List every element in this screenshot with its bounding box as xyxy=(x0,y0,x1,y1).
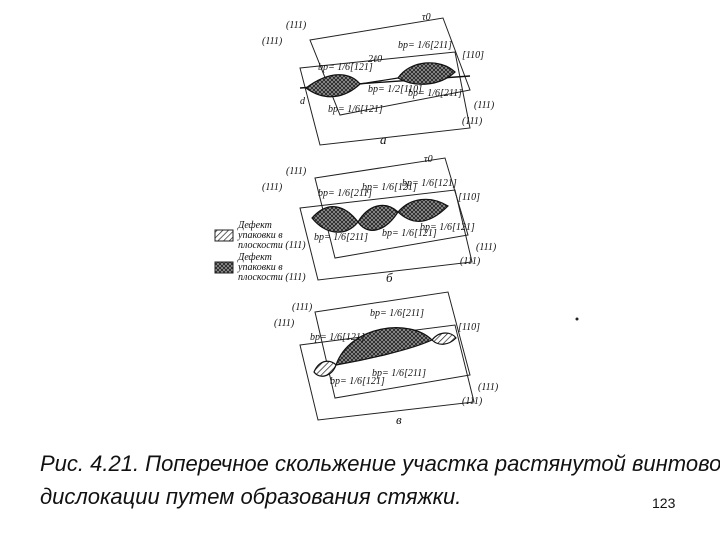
stacking-fault-b xyxy=(311,198,449,233)
a-plane-top-1: (111) xyxy=(286,20,307,31)
plane-b-lower xyxy=(299,189,473,281)
b-b2: bp= 1/6[121] xyxy=(362,182,417,193)
page-number: 123 xyxy=(652,495,676,511)
c-plane-top-2: (111) xyxy=(274,318,295,329)
a-sublabel: а xyxy=(380,132,387,147)
a-b5: bp= 1/6[211] xyxy=(408,88,462,99)
figure-caption-line-2: дислокации путем образования стяжки. xyxy=(40,484,462,509)
c-b4: bp= 1/6[211] xyxy=(372,368,426,379)
panel-b: (111) (111) τ0 bp= 1/6[211] bp= 1/6[121]… xyxy=(262,154,497,285)
b-plane-top-1: (111) xyxy=(286,166,307,177)
b-direction: [110] xyxy=(458,192,480,203)
a-b4: bp= 1/6[121] xyxy=(328,104,383,115)
a-b1: bp= 1/6[121] xyxy=(318,62,373,73)
b-b5: bp= 1/6[121] xyxy=(382,228,437,239)
a-plane-top-2: (111) xyxy=(262,36,283,47)
b-b1: bp= 1/6[211] xyxy=(318,188,372,199)
panel-c: (111) (111) bp= 1/6[121] bp= 1/6[211] [1… xyxy=(274,291,499,427)
stacking-fault-c-left xyxy=(313,360,337,377)
legend-2-line-2: упаковки в xyxy=(237,262,283,273)
plane-b-upper xyxy=(314,157,469,259)
c-sublabel: в xyxy=(396,412,402,427)
panel-a: (111) (111) τ0 bp= 1/6[121] 2ℓ0 bp= 1/6[… xyxy=(262,12,495,147)
stray-dot xyxy=(575,317,579,321)
stacking-fault-c-right xyxy=(431,332,457,345)
figure-caption-line-1: Рис. 4.21. Поперечное скольжение участка… xyxy=(40,451,720,476)
a-direction: [110] xyxy=(462,50,484,61)
legend: Дефект упаковки в плоскости (111) Дефект… xyxy=(214,220,306,283)
b-b3: bp= 1/6[121] xyxy=(402,178,457,189)
a-b3: bp= 1/2[110] xyxy=(368,84,422,95)
a-b2: bp= 1/6[211] xyxy=(398,40,452,51)
c-plane-top-1: (111) xyxy=(292,302,313,313)
c-b1: bp= 1/6[121] xyxy=(310,332,365,343)
b-b4: bp= 1/6[211] xyxy=(314,232,368,243)
plane-a-lower xyxy=(299,51,471,146)
b-plane-bot-1: (111) xyxy=(476,242,497,253)
c-b3: bp= 1/6[121] xyxy=(330,376,385,387)
c-b2: bp= 1/6[211] xyxy=(370,308,424,319)
a-plane-bot-1: (111) xyxy=(474,100,495,111)
b-plane-bot-2: (111) xyxy=(460,256,481,267)
a-plane-bot-2: (111) xyxy=(462,116,483,127)
a-width: 2ℓ0 xyxy=(368,54,382,65)
stacking-fault-a-left xyxy=(304,74,361,98)
c-plane-bot-2: (111) xyxy=(462,396,483,407)
legend-1-line-2: упаковки в xyxy=(237,230,283,241)
b-tau: τ0 xyxy=(424,154,433,165)
legend-swatch-hatched xyxy=(214,229,234,242)
a-tau: τ0 xyxy=(422,12,431,23)
stacking-fault-a-right xyxy=(397,62,456,85)
c-direction: [110] xyxy=(458,322,480,333)
legend-2-line-1: Дефект xyxy=(237,252,272,263)
legend-1-line-1: Дефект xyxy=(237,220,272,231)
legend-2-line-3: плоскости (111) xyxy=(238,272,306,283)
c-plane-bot-1: (111) xyxy=(478,382,499,393)
legend-swatch-cross xyxy=(214,261,234,274)
b-sublabel: б xyxy=(386,270,393,285)
legend-1-line-3: плоскости (111) xyxy=(238,240,306,251)
a-d: d xyxy=(300,96,306,107)
b-b6: bp= 1/6[121] xyxy=(420,222,475,233)
b-plane-top-2: (111) xyxy=(262,182,283,193)
